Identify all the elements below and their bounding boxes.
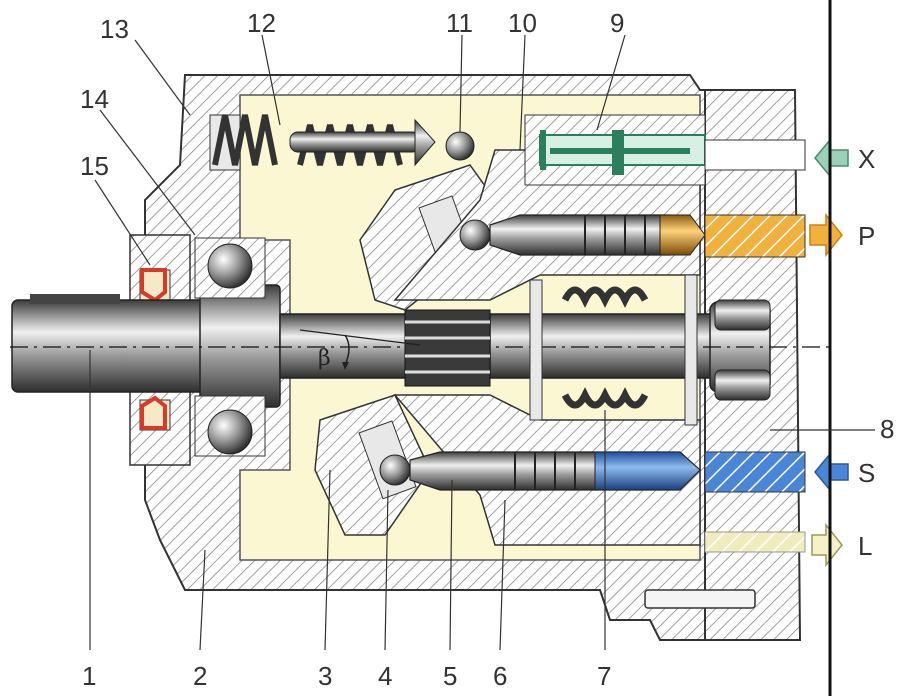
label-6: 6 (493, 661, 507, 691)
leader-lines (89, 34, 875, 651)
port-label-p: P (858, 221, 875, 251)
label-1: 1 (82, 661, 96, 691)
port-labels: X P S L (858, 144, 875, 561)
part-labels: 1 2 3 4 5 6 7 8 9 10 11 12 13 14 15 (80, 8, 894, 691)
port-arrows (809, 137, 849, 568)
label-10: 10 (508, 8, 537, 38)
label-8: 8 (880, 414, 894, 444)
cylinder-spring (529, 274, 698, 426)
rear-bearing (714, 299, 771, 401)
port-label-l: L (858, 531, 872, 561)
label-13: 13 (100, 14, 129, 44)
label-2: 2 (193, 661, 207, 691)
front-bearing (194, 237, 266, 457)
label-14: 14 (80, 84, 109, 114)
label-15: 15 (80, 151, 109, 181)
port-label-x: X (858, 144, 875, 174)
label-11: 11 (446, 8, 473, 38)
port-label-s: S (858, 458, 875, 488)
label-3: 3 (318, 661, 332, 691)
label-5: 5 (443, 661, 457, 691)
label-4: 4 (378, 661, 392, 691)
control-spring (209, 114, 475, 171)
port-channels (704, 139, 806, 553)
shaft-spline (404, 309, 491, 387)
pressure-port-arrow (809, 212, 843, 258)
swash-plate (314, 164, 496, 536)
control-valve (524, 114, 706, 186)
leak-port-arrow (811, 522, 843, 568)
piston-lower (379, 451, 701, 491)
label-12: 12 (247, 8, 276, 38)
piston-upper (459, 214, 706, 256)
swash-angle-indicator: β (299, 329, 421, 371)
beta-symbol: β (318, 346, 331, 371)
label-9: 9 (610, 8, 624, 38)
label-7: 7 (597, 661, 611, 691)
shaft-seal (140, 268, 167, 430)
